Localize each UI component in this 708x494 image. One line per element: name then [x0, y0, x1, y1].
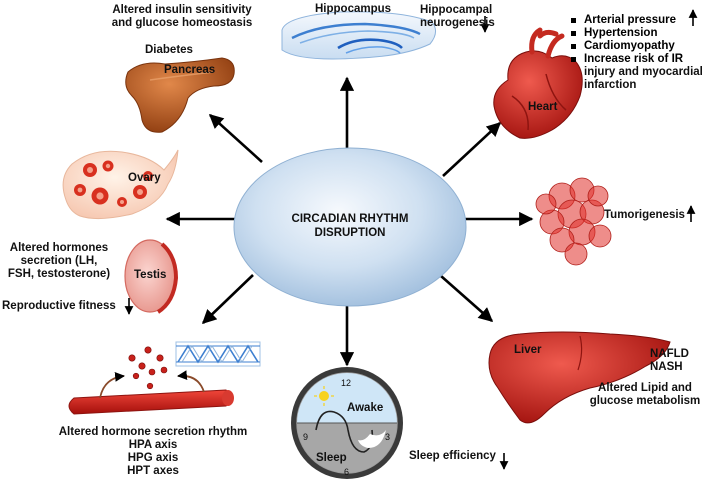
hippocampus-illustration — [281, 11, 436, 60]
center-title-line1: CIRCADIAN RHYTHM — [291, 213, 409, 225]
hormone-rhythm-line: HPA axis — [128, 439, 178, 451]
arrow-to-liver — [440, 275, 494, 322]
heart-illustration — [493, 27, 583, 139]
heart-effects-list: Arterial pressure Hypertension Cardiomyo… — [570, 14, 683, 66]
hormone-rhythm-labels: Altered hormone secretion rhythm HPA axi… — [28, 426, 278, 478]
hippocampus-effect: Hippocampal neurogenesis — [420, 4, 495, 30]
hippocampus-organ-label: Hippocampus — [315, 3, 392, 15]
arrow-to-hormone — [201, 274, 254, 324]
ovary-illustration — [62, 149, 179, 220]
pancreas-effect-line1: Altered insulin sensitivity — [112, 4, 252, 16]
liver-effect: Altered Lipid and glucose metabolism — [586, 382, 704, 408]
liver-effect-line2: glucose metabolism — [589, 395, 701, 407]
sleep-efficiency-label: Sleep efficiency — [409, 450, 496, 462]
hormones-line: FSH, testosterone) — [7, 268, 111, 280]
hormone-wave-illustration — [175, 341, 261, 367]
clock-3-label: 3 — [385, 432, 391, 442]
reproductive-fitness-label: Reproductive fitness — [2, 300, 116, 312]
heart-effect-item: Arterial pressure — [570, 14, 683, 27]
testis-label: Testis — [134, 269, 167, 281]
blood-vessel-illustration — [68, 346, 234, 415]
liver-illustration — [488, 331, 671, 424]
clock-6-label: 6 — [344, 467, 350, 477]
hormone-rhythm-line: Altered hormone secretion rhythm — [58, 426, 248, 438]
pancreas-illustration — [125, 57, 235, 133]
hormones-line: secretion (LH, — [20, 255, 98, 267]
pancreas-organ-label: Pancreas — [164, 64, 216, 76]
heart-effect-item: injury and myocardial — [584, 66, 703, 78]
awake-label: Awake — [347, 402, 384, 414]
heart-effect-continuation: injury and myocardial infarction — [584, 66, 703, 92]
center-title-line2: DISRUPTION — [314, 227, 386, 239]
liver-condition-item: NASH — [650, 361, 683, 373]
heart-effect-item: Cardiomyopathy — [570, 40, 683, 53]
center-title: CIRCADIAN RHYTHM DISRUPTION — [270, 212, 430, 240]
hippocampus-effect-line1: Hippocampal — [420, 4, 493, 16]
pancreas-disease-label: Diabetes — [145, 44, 193, 56]
liver-organ-label: Liver — [514, 344, 542, 356]
liver-effect-line1: Altered Lipid and — [598, 382, 692, 394]
trend-arrows — [124, 9, 698, 470]
heart-organ-label: Heart — [528, 101, 558, 113]
tumorigenesis-label: Tumorigenesis — [604, 209, 685, 221]
sleep-label: Sleep — [316, 452, 347, 464]
pancreas-effect-line2: and glucose homeostasis — [111, 17, 253, 29]
hormone-rhythm-line: HPT axes — [127, 465, 179, 477]
heart-effect-item: Hypertension — [570, 27, 683, 40]
tumor-cluster-illustration — [535, 177, 612, 266]
liver-conditions: NAFLD NASH — [650, 348, 689, 374]
connector-arrows — [165, 76, 534, 367]
heart-effect-item: Increase risk of IR — [570, 53, 683, 66]
liver-condition-item: NAFLD — [650, 348, 689, 360]
hippocampus-effect-line2: neurogenesis — [420, 17, 495, 29]
testis-illustration — [124, 239, 179, 314]
pancreas-effect: Altered insulin sensitivity and glucose … — [64, 4, 300, 30]
hormones-label: Altered hormones secretion (LH, FSH, tes… — [0, 242, 118, 281]
clock-12-label: 12 — [341, 378, 352, 388]
hormones-line: Altered hormones — [9, 242, 109, 254]
hormone-rhythm-line: HPG axis — [127, 452, 179, 464]
sleep-clock-illustration — [291, 367, 403, 479]
arrow-to-heart — [442, 122, 502, 177]
center-ellipse — [233, 147, 467, 307]
ovary-label: Ovary — [128, 172, 161, 184]
clock-9-label: 9 — [303, 432, 309, 442]
arrow-to-pancreas — [208, 114, 263, 163]
heart-effect-item: infarction — [584, 79, 637, 91]
